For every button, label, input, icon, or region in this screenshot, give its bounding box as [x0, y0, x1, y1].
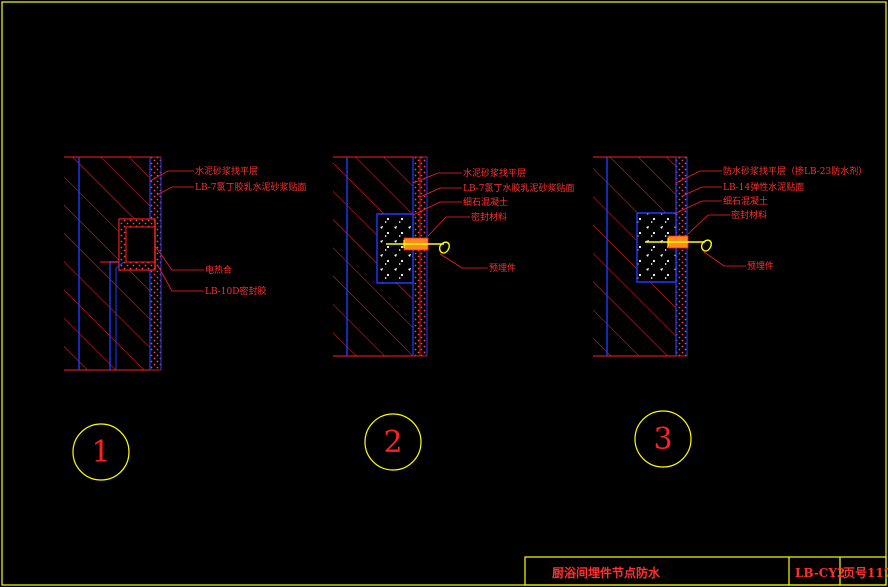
- detail2-label-4: 预埋件: [489, 262, 516, 274]
- detail2-label-0: 水泥砂浆找平层: [463, 167, 526, 179]
- detail1-number: 1: [91, 435, 110, 470]
- detail2-number: 2: [383, 425, 402, 460]
- detail3-concrete-block: [636, 212, 677, 283]
- detail-1: 水泥砂浆找平层 LB-7氯丁胶乳水泥砂浆贴面 电热合 LB-10D密封胶 1: [64, 156, 307, 481]
- detail2-hook: [438, 241, 450, 254]
- title-block-page: 页号117: [843, 565, 888, 580]
- detail3-number-circle: [634, 410, 692, 468]
- title-block-code: LB-CY2: [795, 566, 845, 580]
- detail3-hook: [700, 239, 712, 252]
- detail-3: 防水砂浆找平层（掺LB-23防水剂） LB-14弹性水泥贴面 细石混凝土 密封材…: [593, 156, 867, 468]
- detail2-label-1: LB-7氯丁水胶乳泥砂浆贴面: [463, 182, 575, 194]
- detail-2: 水泥砂浆找平层 LB-7氯丁水胶乳泥砂浆贴面 细石混凝土 密封材料 预埋件 2: [333, 156, 575, 471]
- detail2-number-circle: [364, 413, 422, 471]
- detail2-concrete-block: [376, 213, 414, 284]
- detail1-label-3: LB-10D密封胶: [205, 285, 266, 297]
- detail3-label-0: 防水砂浆找平层（掺LB-23防水剂）: [723, 165, 867, 177]
- detail3-number: 3: [653, 422, 672, 457]
- detail2-label-3: 密封材料: [471, 211, 507, 223]
- detail3-label-1: LB-14弹性水泥贴面: [723, 181, 804, 193]
- detail3-label-4: 预埋件: [747, 260, 774, 272]
- detail1-label-2: 电热合: [205, 264, 232, 276]
- detail3-label-3: 密封材料: [731, 209, 767, 221]
- detail3-mortar-layer: [675, 156, 688, 357]
- detail3-label-2: 细石混凝土: [723, 195, 768, 207]
- detail1-label-0: 水泥砂浆找平层: [195, 165, 258, 177]
- detail2-label-2: 细石混凝土: [463, 196, 508, 208]
- title-block: 厨浴间埋件节点防水 LB-CY2 页号117: [524, 556, 888, 586]
- title-block-title: 厨浴间埋件节点防水: [552, 565, 661, 580]
- detail1-number-circle: [72, 423, 130, 481]
- detail1-label-1: LB-7氯丁胶乳水泥砂浆贴面: [195, 181, 307, 193]
